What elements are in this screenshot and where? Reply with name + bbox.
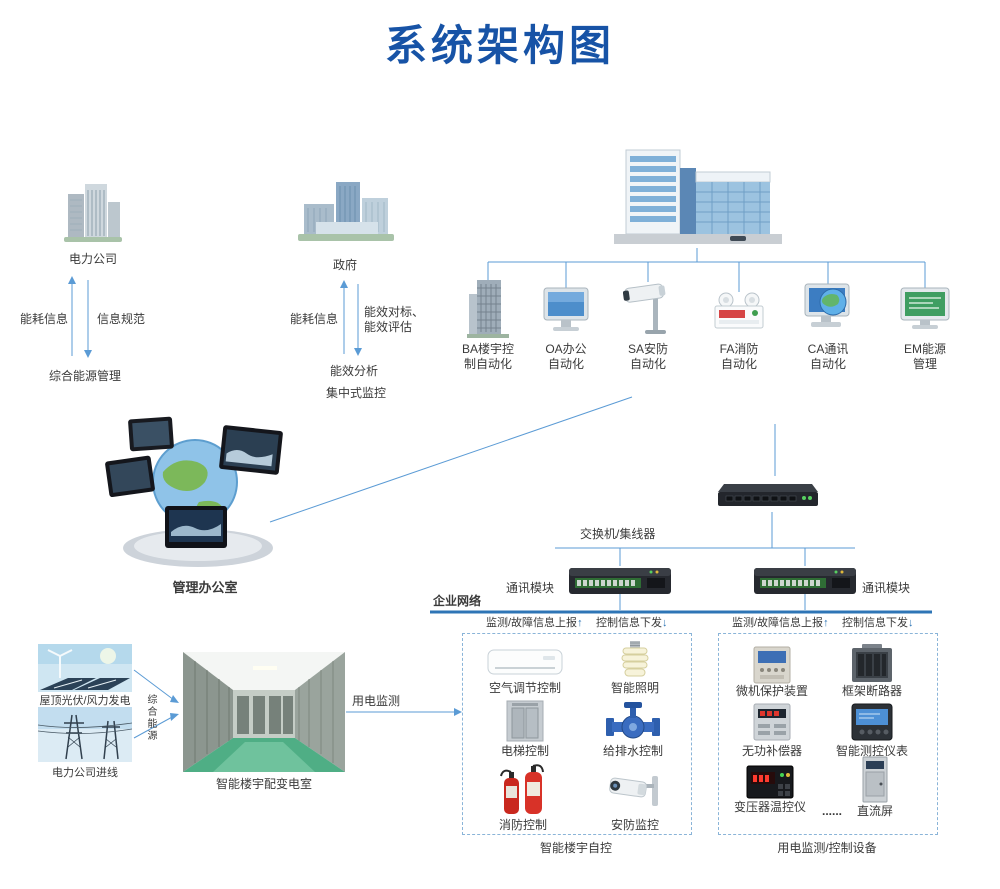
security-camera-icon (608, 772, 662, 817)
smart-meter-label: 智能测控仪表 (836, 744, 909, 758)
water-valve-icon (606, 700, 660, 747)
smart-meter-icon (850, 702, 894, 747)
oa-monitor-icon (543, 286, 589, 341)
power-company-label: 电力公司 (68, 252, 117, 266)
elevator-icon (505, 700, 545, 747)
sa-label: SA安防 自动化 (627, 342, 668, 371)
circuit-breaker-label: 框架断路器 (842, 684, 903, 698)
combined-energy-label: 综合能源 (145, 694, 156, 742)
central-monitoring-label: 集中式监控 (326, 386, 387, 400)
control-down-right-label: 控制信息下发↓ (842, 617, 914, 629)
em-monitor-icon (899, 286, 951, 337)
reactive-compensator-label: 无功补偿器 (742, 744, 803, 758)
management-office-label: 管理办公室 (172, 580, 238, 595)
pv-wind-label: 屋顶光伏/风力发电 (39, 695, 131, 707)
comm-module-left-icon (567, 558, 673, 607)
down-arrow-icon: ↓ (908, 617, 914, 629)
page-title: 系统架构图 (384, 22, 615, 69)
grid-line-photo (37, 707, 133, 767)
ba-label: BA楼宇控 制自动化 (461, 342, 514, 371)
up-arrow-icon: ↑ (577, 617, 583, 629)
integrated-energy-mgmt-label: 综合能源管理 (48, 369, 121, 383)
circuit-breaker-icon (850, 644, 894, 691)
ac-control-label: 空气调节控制 (489, 681, 562, 695)
fa-emergency-light-icon (711, 290, 767, 339)
dc-panel-label: 直流屏 (857, 804, 894, 818)
management-office-icon (103, 406, 283, 579)
comm-module-right-label: 通讯模块 (862, 581, 911, 595)
power-device-caption: 用电监测/控制设备 (777, 841, 877, 855)
water-control-label: 给排水控制 (603, 744, 664, 758)
metering-label: 用电监测 (352, 694, 401, 708)
power-company-building-icon (62, 180, 124, 251)
report-up-left-label: 监测/故障信息上报↑ (486, 617, 583, 629)
gov-energy-info-label: 能耗信息 (290, 312, 339, 326)
protection-device-label: 微机保护装置 (736, 684, 809, 698)
government-label: 政府 (332, 258, 357, 272)
elevator-control-label: 电梯控制 (501, 744, 550, 758)
transformer-temp-controller-label: 变压器温控仪 (734, 800, 807, 814)
transformer-temp-controller-icon (746, 764, 794, 805)
reactive-compensator-icon (752, 702, 792, 747)
oa-label: OA办公 自动化 (545, 342, 587, 371)
substation-photo (183, 652, 345, 777)
efficiency-analysis-label: 能效分析 (330, 364, 379, 378)
building-control-caption: 智能楼宇自控 (539, 841, 612, 855)
ba-building-icon (467, 278, 509, 345)
benchmark-label-line2: 能效评估 (364, 320, 413, 334)
lighting-label: 智能照明 (611, 681, 660, 695)
benchmark-label-line1: 能效对标、 (364, 305, 425, 319)
control-down-left-label: 控制信息下发↓ (596, 617, 668, 629)
grid-line-label: 电力公司进线 (52, 767, 118, 779)
protection-device-icon (752, 645, 792, 690)
comm-module-left-label: 通讯模块 (506, 581, 555, 595)
substation-label: 智能楼宇配变电室 (215, 777, 312, 791)
security-monitor-label: 安防监控 (611, 818, 660, 832)
fire-control-label: 消防控制 (499, 818, 548, 832)
government-building-icon (298, 180, 394, 253)
switch-label: 交换机/集线器 (580, 527, 656, 541)
info-standard-label: 信息规范 (97, 312, 146, 326)
network-switch-icon (714, 474, 822, 519)
ca-computer-globe-icon (803, 282, 853, 339)
comm-module-right-icon (752, 558, 858, 607)
report-up-right-label: 监测/故障信息上报↑ (732, 617, 829, 629)
ac-unit-icon (487, 648, 563, 683)
energy-info-label: 能耗信息 (20, 312, 69, 326)
em-label: EM能源 管理 (903, 342, 946, 371)
pv-wind-photo (38, 644, 132, 697)
ellipsis-label: ...... (821, 804, 842, 818)
enterprise-network-label: 企业网络 (433, 594, 482, 608)
smart-building-icon (612, 144, 784, 253)
down-arrow-icon: ↓ (662, 617, 668, 629)
cfl-bulb-icon (619, 640, 651, 685)
sa-cctv-icon (622, 280, 673, 341)
dc-panel-icon (860, 756, 890, 809)
ca-label: CA通讯 自动化 (807, 342, 849, 371)
up-arrow-icon: ↑ (823, 617, 829, 629)
fa-label: FA消防 自动化 (719, 342, 759, 371)
fire-extinguisher-icon (497, 762, 549, 821)
